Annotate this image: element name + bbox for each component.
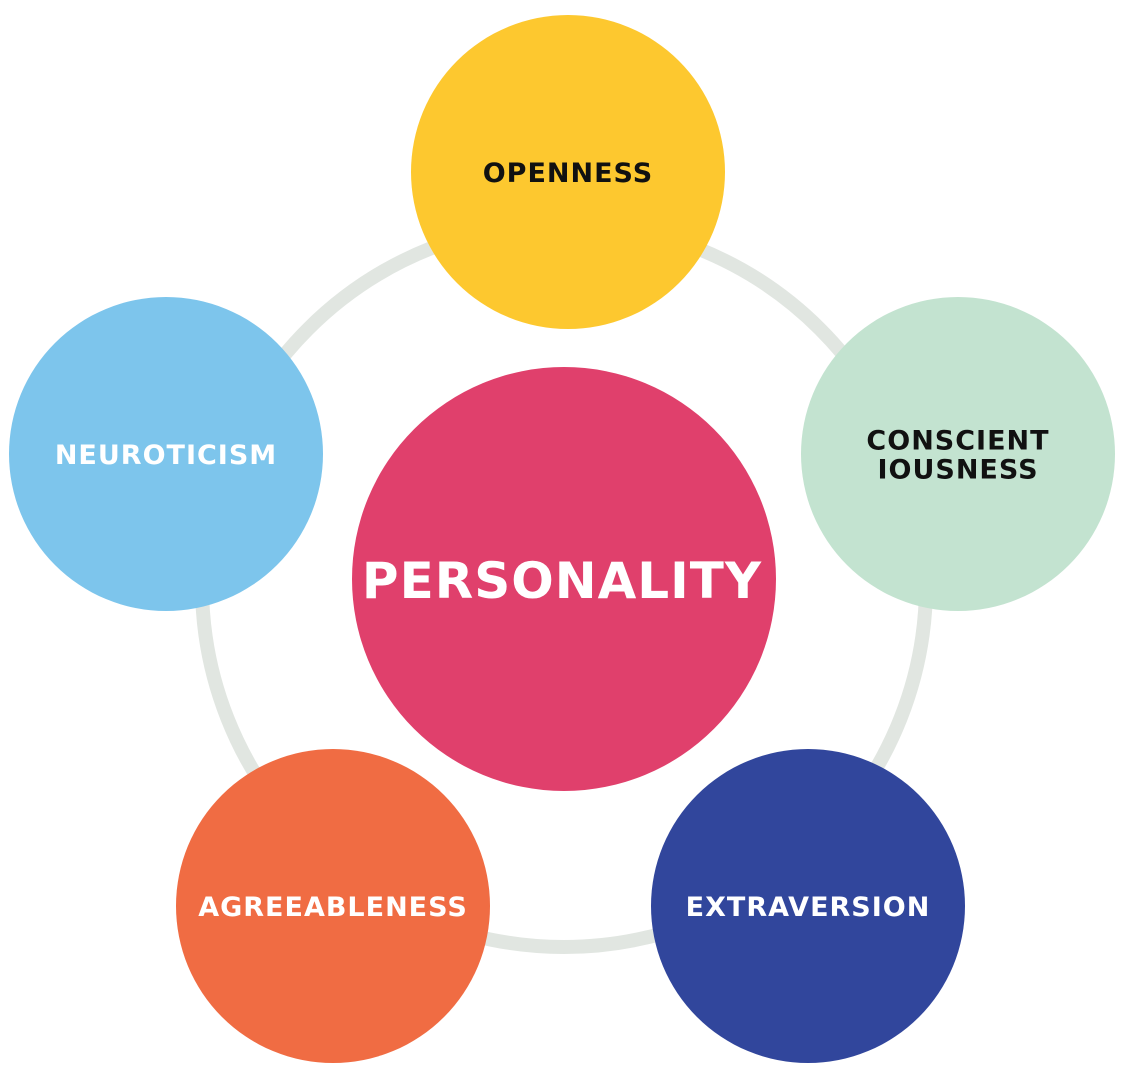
trait-circle — [651, 749, 965, 1063]
trait-label: OPENNESS — [483, 158, 654, 189]
trait-label: IOUSNESS — [877, 455, 1038, 486]
trait-circle — [176, 749, 490, 1063]
trait-label: EXTRAVERSION — [686, 892, 931, 923]
trait-node-agreeableness: AGREEABLENESS — [176, 749, 490, 1063]
trait-label: AGREEABLENESS — [198, 892, 468, 923]
trait-label: CONSCIENT — [866, 426, 1049, 457]
trait-label: NEUROTICISM — [55, 440, 277, 471]
trait-circle — [411, 15, 725, 329]
center-circle — [352, 367, 776, 791]
trait-node-extraversion: EXTRAVERSION — [651, 749, 965, 1063]
trait-node-openness: OPENNESS — [411, 15, 725, 329]
center-label: PERSONALITY — [362, 552, 762, 610]
trait-circle — [9, 297, 323, 611]
trait-circle — [801, 297, 1115, 611]
center-node: PERSONALITY — [352, 367, 776, 791]
trait-node-neuroticism: NEUROTICISM — [9, 297, 323, 611]
